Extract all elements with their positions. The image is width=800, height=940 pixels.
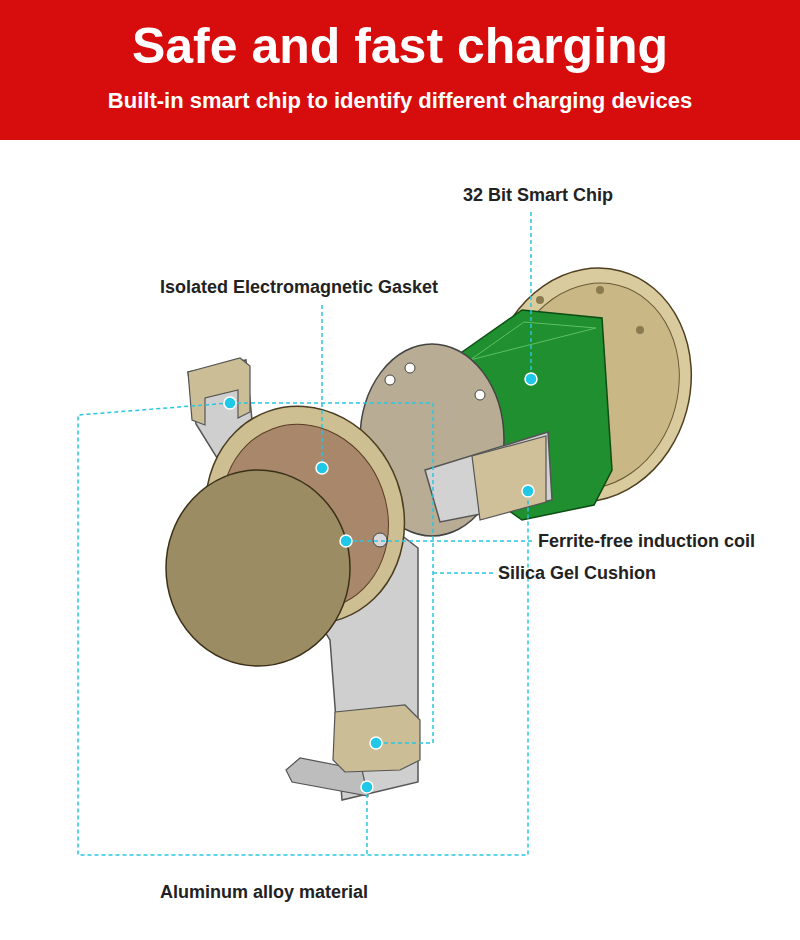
subtitle: Built-in smart chip to identify differen… [108,88,692,113]
callout-dots [224,373,537,793]
page-title: Safe and fast charging [132,18,668,76]
clip-pads [188,358,420,772]
back-housing [463,245,717,525]
part-label: Isolated Electromagnetic Gasket [160,277,438,298]
part-label: Aluminum alloy material [160,882,368,903]
leader-lines [78,212,533,855]
front-cap [166,470,350,666]
part-label: 32 Bit Smart Chip [463,185,613,206]
part-label: Ferrite-free induction coil [538,531,755,552]
side-clip [425,432,552,522]
part-label: Silica Gel Cushion [498,563,656,584]
